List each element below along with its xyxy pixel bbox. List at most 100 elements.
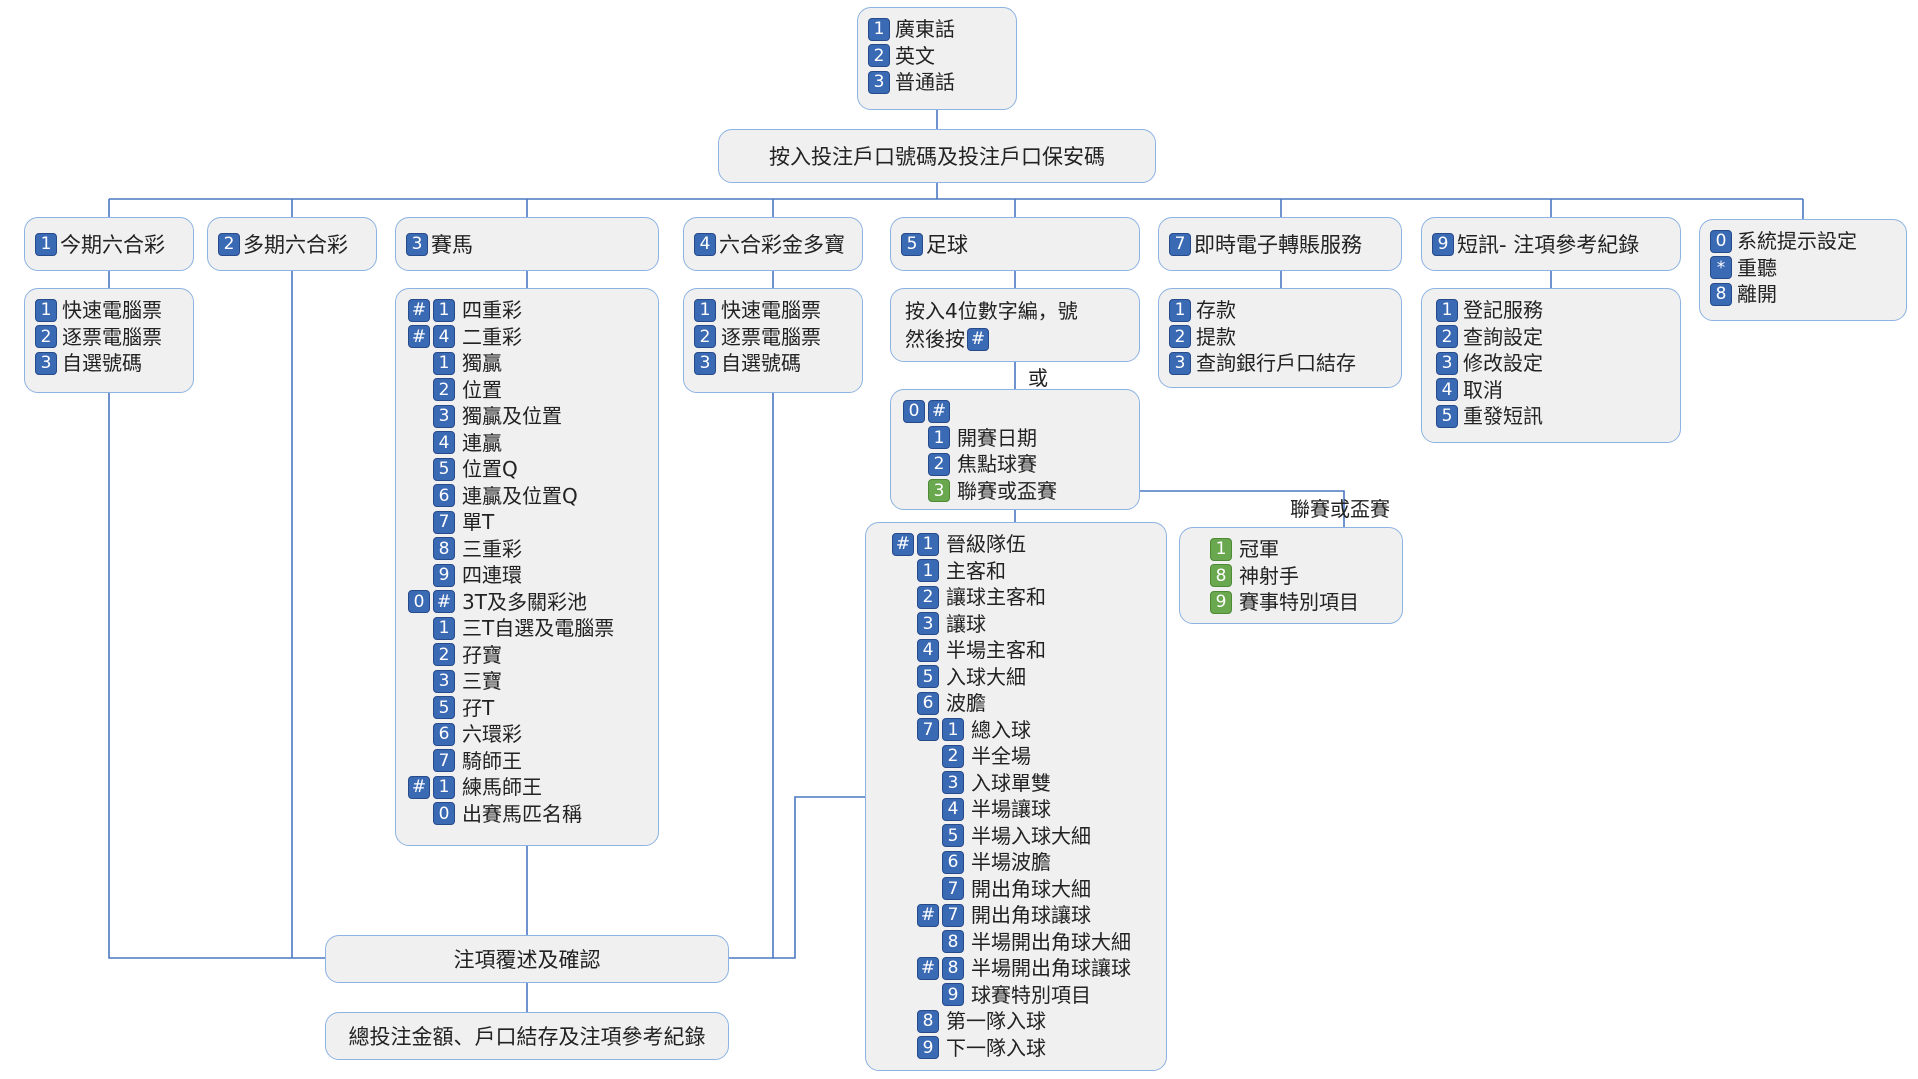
key-badge: 8 xyxy=(942,956,964,980)
key-badge: 3 xyxy=(1436,351,1458,375)
key-badge: 3 xyxy=(942,771,964,795)
option-label: 取消 xyxy=(1463,377,1503,402)
key-badge: 8 xyxy=(917,1009,939,1033)
key-badge: 3 xyxy=(433,404,455,428)
key-badge: 8 xyxy=(1210,564,1232,588)
option-label: 逐票電腦票 xyxy=(62,324,162,349)
key-badge: # xyxy=(917,956,939,980)
enter-code-text-2: 然後按 xyxy=(905,327,965,351)
option-label: 連贏及位置Q xyxy=(462,483,578,508)
key-badge: 1 xyxy=(928,426,950,450)
option-label: 重聽 xyxy=(1737,255,1777,280)
key-badge: 4 xyxy=(942,797,964,821)
option-label: 孖T xyxy=(462,695,495,720)
menu-sms[interactable]: 9 短訊- 注項參考紀錄 xyxy=(1421,217,1681,271)
menu-eft[interactable]: 7 即時電子轉賬服務 xyxy=(1158,217,1402,271)
menu-racing[interactable]: 3 賽馬 xyxy=(395,217,659,271)
menu-mark6-snowball[interactable]: 4 六合彩金多寶 xyxy=(683,217,863,271)
key-badge: 0 xyxy=(408,590,430,614)
option-label: 入球大細 xyxy=(946,664,1026,689)
key-badge: 3 xyxy=(917,612,939,636)
key-badge: 1 xyxy=(1169,298,1191,322)
menu-mark6-multi[interactable]: 2 多期六合彩 xyxy=(207,217,377,271)
option-label: 修改設定 xyxy=(1463,351,1543,375)
menu-option[interactable]: 0#3T及多關彩池 xyxy=(408,589,658,616)
option-label: 六環彩 xyxy=(462,722,522,746)
key-badge: # xyxy=(928,399,950,423)
menu-option[interactable]: *重聽 xyxy=(1710,255,1906,282)
menu-football[interactable]: 5 足球 xyxy=(890,217,1140,271)
option-label: 連贏 xyxy=(462,430,502,455)
menu-mark6-current[interactable]: 1 今期六合彩 xyxy=(24,217,194,271)
option-label: 賽事特別項目 xyxy=(1239,590,1359,614)
key-badge: 2 xyxy=(1169,325,1191,349)
key-badge: 1 xyxy=(694,298,716,322)
